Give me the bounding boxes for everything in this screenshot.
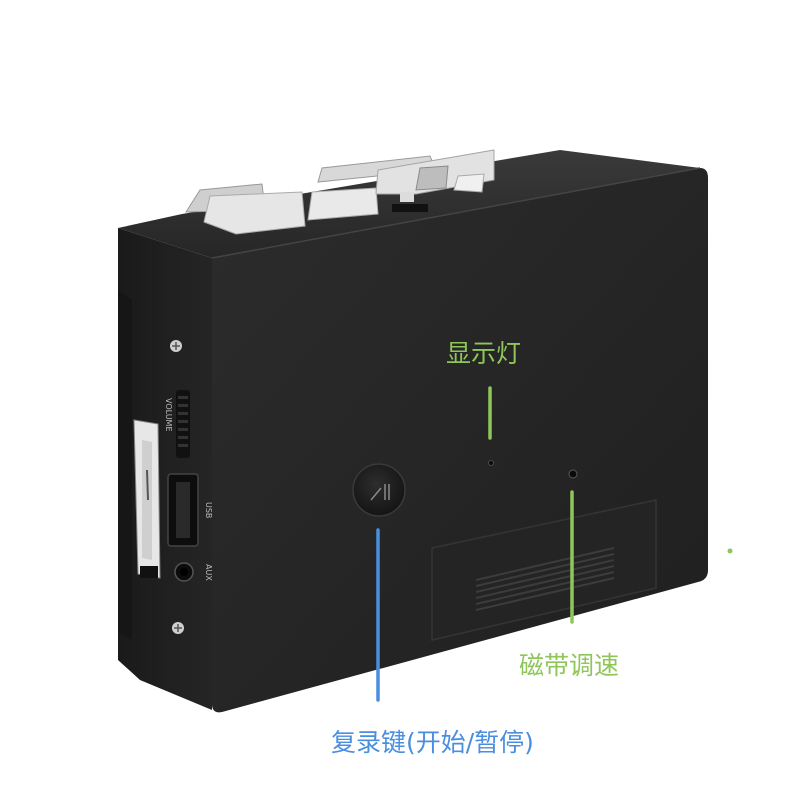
- tape-speed-label: 磁带调速: [519, 651, 620, 680]
- volume-label: VOLUME: [164, 398, 173, 432]
- screw-bottom: [172, 622, 184, 634]
- screw-top: [170, 340, 182, 352]
- top-control-buttons: [185, 149, 495, 235]
- volume-wheel-ridges: [178, 396, 188, 447]
- decorative-dot: [727, 548, 733, 554]
- usb-label: USB: [204, 502, 213, 518]
- battery-cover-grip: [475, 547, 615, 611]
- aux-jack[interactable]: [174, 562, 194, 582]
- indicator-light-label: 显示灯: [446, 339, 522, 368]
- indicator-light: [488, 460, 494, 466]
- volume-wheel[interactable]: [176, 390, 190, 458]
- usb-port[interactable]: [167, 473, 199, 547]
- play-pause-icon: [370, 484, 390, 501]
- battery-cover: [431, 499, 657, 641]
- aux-label: AUX: [204, 564, 213, 581]
- device-left-side: [118, 228, 212, 710]
- tape-speed-hole[interactable]: [568, 469, 578, 479]
- record-button-label: 复录键(开始/暂停): [331, 728, 534, 757]
- record-button[interactable]: [352, 463, 406, 517]
- cassette-window: [133, 419, 161, 579]
